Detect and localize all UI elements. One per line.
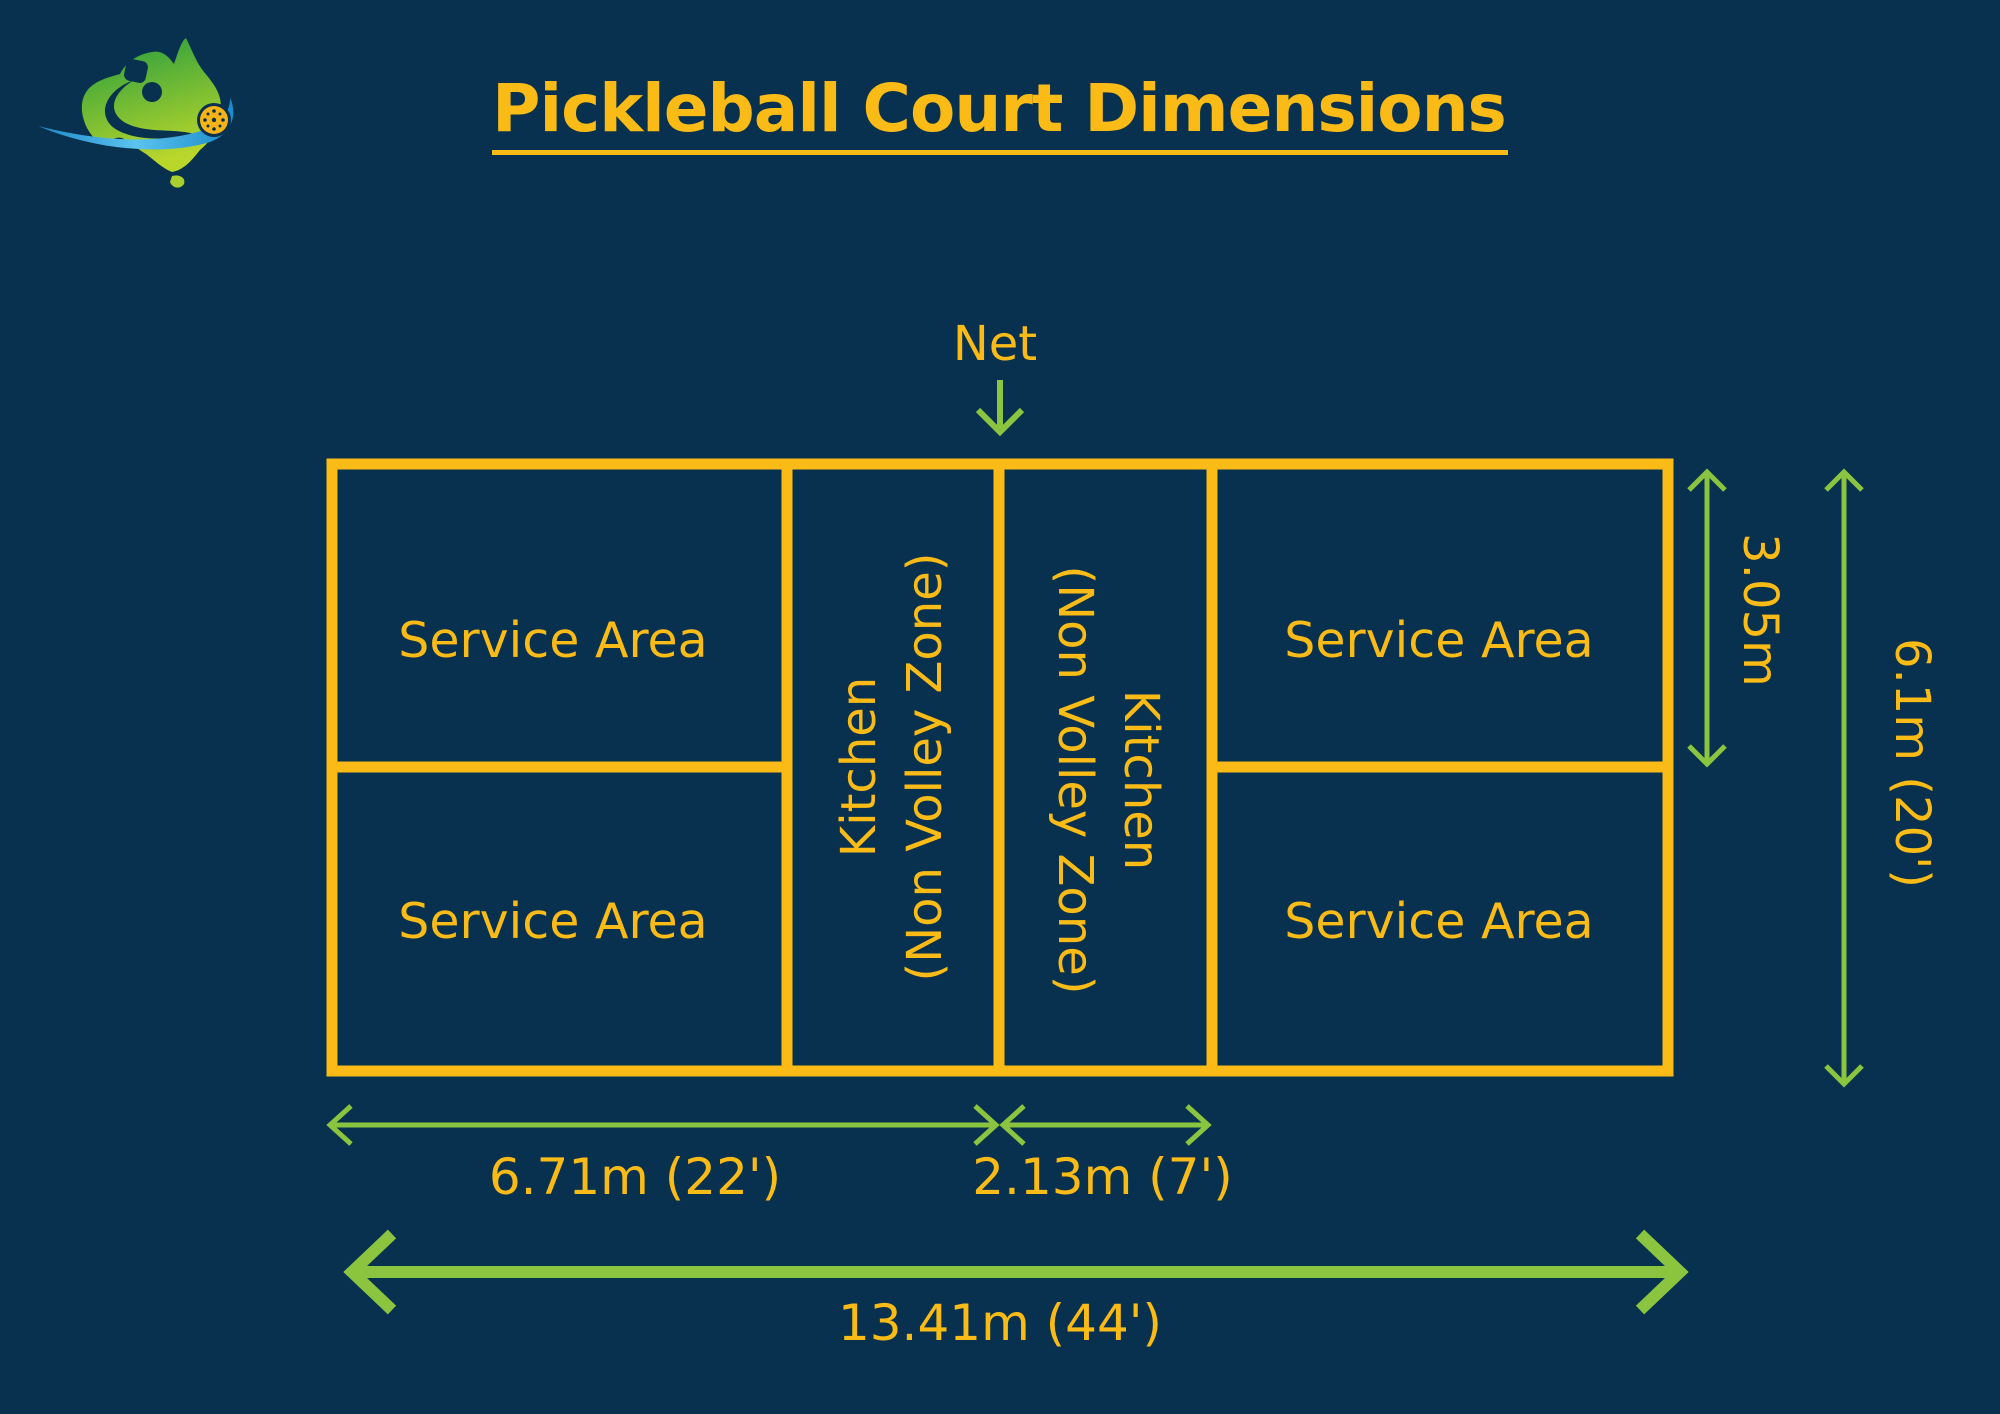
service-width-dimension-label: 3.05m [1732, 533, 1788, 687]
australia-pickleball-logo-icon [38, 38, 234, 188]
service-area-bottom-left: Service Area [398, 893, 708, 950]
half-court-dimension-arrow [326, 1104, 1000, 1146]
arrow-down-icon [975, 380, 1025, 437]
total-length-dimension-arrow [343, 1229, 1689, 1315]
kitchen-left-subtitle: (Non Volley Zone) [897, 552, 953, 982]
kitchen-left-title: Kitchen [831, 676, 887, 858]
service-width-dimension-arrow [1687, 468, 1727, 768]
total-length-dimension-label: 13.41m (44') [837, 1294, 1163, 1352]
half-court-dimension-label: 6.71m (22') [488, 1148, 782, 1206]
player-head [142, 82, 162, 102]
kitchen-right-subtitle: (Non Volley Zone) [1047, 565, 1103, 995]
kitchen-label-right: Kitchen (Non Volley Zone) [1042, 530, 1174, 1030]
service-area-top-left: Service Area [398, 612, 708, 669]
kitchen-dimension-label: 2.13m (7') [972, 1148, 1233, 1206]
kitchen-dimension-arrow [999, 1104, 1212, 1146]
paddle-head [124, 59, 148, 83]
player-body [104, 80, 194, 139]
page-title: Pickleball Court Dimensions [0, 68, 2000, 155]
total-width-dimension-arrow [1824, 468, 1864, 1088]
kitchen-right-title: Kitchen [1113, 689, 1169, 871]
service-area-top-right: Service Area [1284, 612, 1594, 669]
swoosh [38, 98, 234, 150]
page-title-text: Pickleball Court Dimensions [492, 68, 1508, 155]
total-width-dimension-label: 6.1m (20') [1884, 637, 1940, 889]
net-label: Net [952, 316, 1038, 372]
kitchen-label-left: Kitchen (Non Volley Zone) [826, 517, 958, 1017]
pickleball-icon [197, 103, 231, 137]
court-lines [326, 458, 1674, 1077]
service-area-bottom-right: Service Area [1284, 893, 1594, 950]
tasmania-shape [170, 175, 185, 188]
